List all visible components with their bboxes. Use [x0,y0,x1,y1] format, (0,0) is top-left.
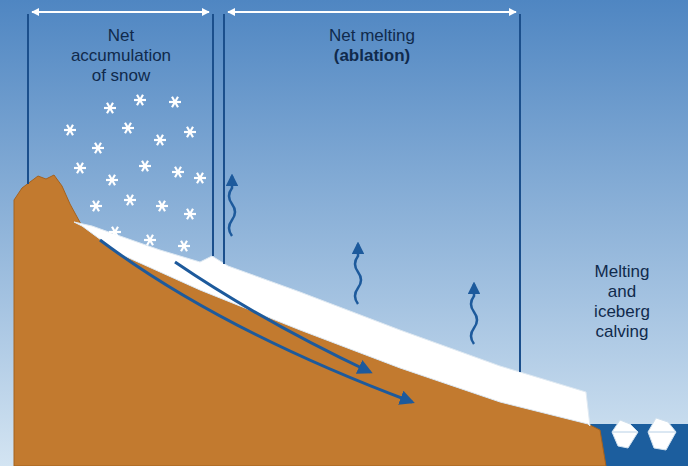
snowflake-stroke [107,103,113,113]
snowflake-stroke [197,173,203,183]
band-divider [212,14,214,256]
snowflake-stroke [172,97,178,107]
snowflake-stroke [175,167,181,177]
snowflake-stroke [197,173,203,183]
snowflake-stroke [125,123,131,133]
snowflake-stroke [112,227,118,237]
snowflake-stroke [147,235,153,245]
snowflake-stroke [93,201,99,211]
region-band: Net accumulation of snow [30,18,212,92]
region-band: Net melting(ablation) [226,18,518,72]
snowflake-stroke [157,135,163,145]
snowflake-stroke [109,175,115,185]
snowflake-stroke [125,123,131,133]
iceberg [612,420,638,448]
snowflake-stroke [93,201,99,211]
snowflake-stroke [137,95,143,105]
snowflake-stroke [147,235,153,245]
snowflake-stroke [67,125,73,135]
snowflake-stroke [159,201,165,211]
flow-arrow [100,240,412,402]
region-band: Melting and iceberg calving [560,262,684,348]
snowflake-stroke [95,143,101,153]
span-arrow [228,11,516,13]
snowflake-stroke [172,97,178,107]
region-label: Melting and iceberg calving [582,262,662,342]
region-label: (ablation) [272,46,472,66]
span-arrow [32,11,209,13]
flow-arrow [175,262,370,372]
region-label: Net accumulation of snow [65,26,177,86]
snowflake-stroke [137,95,143,105]
snowflake-stroke [157,135,163,145]
snowflake-stroke [187,127,193,137]
band-divider [27,14,29,184]
snowflake-stroke [112,227,118,237]
region-label: Net melting [272,26,472,46]
snowflake-stroke [142,161,148,171]
snowflake-stroke [77,163,83,173]
snowflake-stroke [77,163,83,173]
band-divider [519,14,521,372]
snowflakes [64,95,206,251]
band-divider [223,14,225,264]
snowflake-stroke [181,241,187,251]
snowflake-stroke [187,209,193,219]
snowflake-stroke [109,175,115,185]
ground [14,175,606,466]
snowflake-stroke [187,209,193,219]
snowflake-stroke [67,125,73,135]
iceberg [648,418,676,450]
snowflake-stroke [187,127,193,137]
snowflake-stroke [127,195,133,205]
snowflake-stroke [142,161,148,171]
melt-arrow [471,284,477,344]
snowflake-stroke [107,103,113,113]
snowflake-stroke [175,167,181,177]
snowflake-stroke [95,143,101,153]
snowflake-stroke [127,195,133,205]
melt-arrow [355,244,361,304]
snowflake-stroke [181,241,187,251]
melt-arrow [229,176,235,236]
glacier-ice [74,222,590,426]
snowflake-stroke [159,201,165,211]
